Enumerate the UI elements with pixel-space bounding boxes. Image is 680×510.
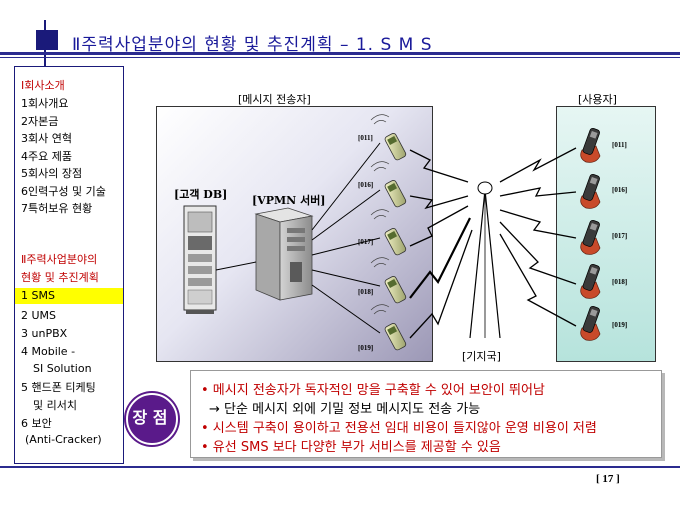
sidebar-item[interactable]: 4 Mobile - xyxy=(21,345,76,358)
user-phones xyxy=(580,127,601,341)
user-channel-label: [018] xyxy=(612,278,628,286)
sidebar-item-continuation: 및 리서치 xyxy=(33,399,77,412)
header-decoration-line xyxy=(44,20,46,68)
sidebar-item[interactable]: 5회사의 장점 xyxy=(21,167,83,180)
base-station-icon xyxy=(469,181,501,339)
sidebar-section-title: Ⅱ주력사업분야의 xyxy=(21,253,98,266)
sender-phones xyxy=(370,114,407,351)
server-connections xyxy=(215,142,381,334)
sidebar-item-continuation: SI Solution xyxy=(33,362,92,375)
sidebar-item[interactable]: 7특허보유 현황 xyxy=(21,202,93,215)
user-channel-label: [016] xyxy=(612,186,628,194)
radio-signals-right xyxy=(499,147,577,327)
radio-signals-left xyxy=(409,149,473,339)
sender-channel-label: [018] xyxy=(358,288,374,296)
sidebar-item[interactable]: 2자본금 xyxy=(21,115,59,128)
advantages-badge xyxy=(126,393,178,445)
sidebar-item-sms-selected[interactable]: 1 SMS xyxy=(15,288,123,304)
sidebar-item[interactable]: 5 핸드폰 티케팅 xyxy=(21,381,96,394)
server-label: [VPMN 서버] xyxy=(252,194,326,207)
advantages-badge-label: 장 점 xyxy=(132,408,168,427)
sidebar-item[interactable]: 3회사 연혁 xyxy=(21,132,72,145)
sidebar: Ⅰ회사소개 1회사개요 2자본금 3회사 연혁 4주요 제품 5회사의 장점 6… xyxy=(14,66,124,464)
sidebar-item[interactable]: 2 UMS xyxy=(21,309,57,322)
header-decoration xyxy=(36,30,58,50)
advantage-item: • 시스템 구축이 용이하고 전용선 임대 비용이 들지않아 운영 비용이 저렴 xyxy=(201,421,597,436)
vpmn-server-icon xyxy=(254,207,314,301)
sender-channel-label: [016] xyxy=(358,181,374,189)
sidebar-section-title: Ⅰ회사소개 xyxy=(21,79,65,92)
user-channel-label: [011] xyxy=(612,141,627,149)
advantage-subitem: → 단순 메시지 외에 기밀 정보 메시지도 전송 가능 xyxy=(209,402,481,417)
header-rule-thin xyxy=(0,57,680,58)
page-number: [ 17 ] xyxy=(596,473,620,485)
sidebar-section-title-line2: 현황 및 추진계획 xyxy=(21,271,99,284)
database-server-icon xyxy=(183,205,217,314)
sender-label: [메시지 전송자] xyxy=(238,93,311,106)
sidebar-item[interactable]: 6인력구성 및 기술 xyxy=(21,185,106,198)
sidebar-item[interactable]: 4주요 제품 xyxy=(21,150,72,163)
user-channel-label: [017] xyxy=(612,232,628,240)
sender-channel-label: [019] xyxy=(358,344,374,352)
page-title: Ⅱ주력사업분야의 현황 및 추진계획 – 1. S M S xyxy=(72,35,433,55)
advantage-item: • 메시지 전송자가 독자적인 망을 구축할 수 있어 보안이 뛰어남 xyxy=(201,383,545,398)
sidebar-item[interactable]: 1회사개요 xyxy=(21,97,69,110)
user-label: [사용자] xyxy=(578,93,617,106)
base-station-label: [기지국] xyxy=(462,350,501,363)
user-channel-label: [019] xyxy=(612,321,628,329)
footer-rule xyxy=(0,466,680,468)
sidebar-item[interactable]: 6 보안 xyxy=(21,417,52,430)
header-rule xyxy=(0,52,680,55)
sender-channel-label: [017] xyxy=(358,238,374,246)
sender-channel-label: [011] xyxy=(358,134,373,142)
db-label: [고객 DB] xyxy=(174,188,228,201)
advantage-item: • 유선 SMS 보다 다양한 부가 서비스를 제공할 수 있음 xyxy=(201,440,501,455)
sidebar-item-continuation: (Anti-Cracker) xyxy=(25,433,102,446)
sidebar-item[interactable]: 3 unPBX xyxy=(21,327,68,340)
advantages-box: • 메시지 전송자가 독자적인 망을 구축할 수 있어 보안이 뛰어남 → 단순… xyxy=(190,370,662,458)
